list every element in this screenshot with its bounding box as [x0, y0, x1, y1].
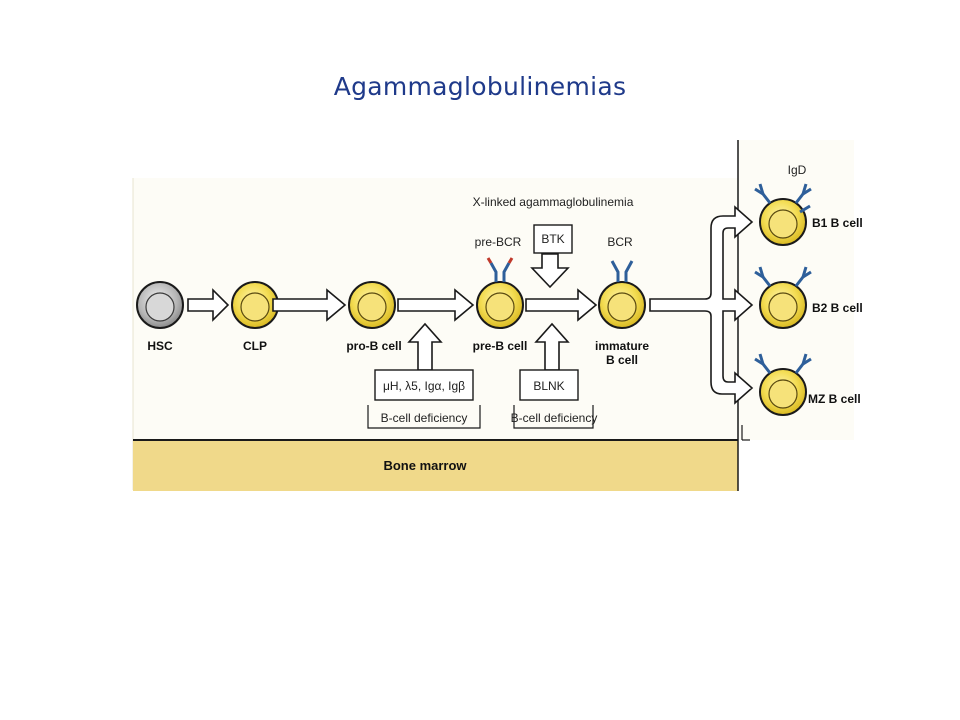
- bone-marrow-label: Bone marrow: [383, 458, 467, 473]
- bcr-receptor-icon: [610, 260, 634, 282]
- btk-box: [533, 224, 573, 254]
- arrow-pre-b-to-immature: [525, 288, 598, 322]
- b1-b-cell: [759, 198, 807, 246]
- b2-b-cell: [759, 281, 807, 329]
- deficiency-label-2: B-cell deficiency: [511, 411, 598, 425]
- clp-label: CLP: [243, 339, 267, 353]
- mz-receptor-icon: [754, 353, 812, 374]
- arrow-clp-to-pro-b: [272, 288, 347, 322]
- pre-b-cell-label: pre-B cell: [473, 339, 528, 353]
- genes-box: [374, 369, 474, 401]
- arrow-branch-to-subsets: [649, 205, 754, 405]
- b2-receptor-icon: [754, 266, 812, 287]
- pre-b-cell: [476, 281, 524, 329]
- clp-cell: [231, 281, 279, 329]
- genes-label: μH, λ5, Igα, Igβ: [383, 379, 465, 393]
- pro-b-cell-label: pro-B cell: [346, 339, 401, 353]
- arrow-genes-up: [407, 322, 443, 371]
- pre-bcr-receptor-icon: [486, 257, 514, 282]
- mz-b-cell-label: MZ B cell: [808, 392, 861, 406]
- deficiency-bracket-2: [513, 405, 594, 429]
- mz-b-cell: [759, 368, 807, 416]
- igd-label: IgD: [788, 163, 807, 177]
- slide-title: Agammaglobulinemias: [333, 72, 627, 101]
- pre-bcr-label: pre-BCR: [475, 235, 522, 249]
- deficiency-label-1: B-cell deficiency: [381, 411, 468, 425]
- bone-marrow-band: [133, 140, 739, 491]
- immature-b-cell: [598, 281, 646, 329]
- b-cell-label: B cell: [606, 353, 638, 367]
- blnk-box: [519, 369, 579, 401]
- hsc-cell: [136, 281, 184, 329]
- b1-b-cell-label: B1 B cell: [812, 216, 863, 230]
- bcr-label: BCR: [607, 235, 633, 249]
- arrow-hsc-to-clp: [187, 288, 230, 322]
- b2-b-cell-label: B2 B cell: [812, 301, 863, 315]
- pro-b-cell: [348, 281, 396, 329]
- arrow-blnk-up: [534, 322, 570, 371]
- deficiency-bracket-1: [367, 405, 481, 429]
- immature-label: immature: [595, 339, 649, 353]
- blnk-label: BLNK: [533, 379, 564, 393]
- hsc-label: HSC: [147, 339, 173, 353]
- btk-label: BTK: [541, 232, 564, 246]
- arrow-pro-b-to-pre-b: [397, 288, 475, 322]
- arrow-btk-down: [530, 253, 570, 289]
- igd-receptor-icon: [754, 183, 812, 214]
- xla-label: X-linked agammaglobulinemia: [473, 195, 634, 209]
